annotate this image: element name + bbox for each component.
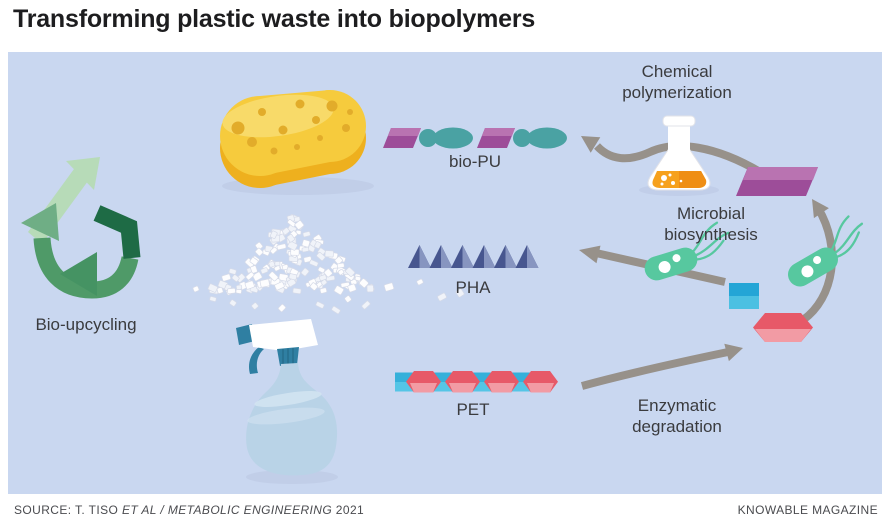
plastic-pellet [309,259,319,267]
plastic-pellet [301,239,311,248]
monomer-square [729,283,759,309]
recycling-arrows-icon [21,157,141,299]
plastic-pellet [336,262,345,269]
plastic-pellet [383,282,395,292]
sponge-icon [220,90,374,195]
plastic-pellet [416,278,424,286]
plastic-pellet [286,278,297,287]
polyurethane-block [736,167,818,196]
plastic-pellet [366,284,374,293]
plastic-pellet [309,282,319,291]
plastic-pellet [358,278,369,288]
source-credit: SOURCE: T. TISO ET AL / METABOLIC ENGINE… [14,503,365,517]
label-pet: PET [456,400,490,419]
plastic-pellet [252,271,263,282]
plastic-pellet [361,300,371,310]
plastic-pellet [231,274,240,282]
label-bio-pu: bio-PU [449,152,501,171]
plastic-pellet [227,287,236,294]
plastic-pellet [209,296,217,302]
plastic-pellet [340,281,350,288]
plastic-pellet [235,284,243,290]
plastic-pellet [455,288,465,298]
plastic-pellet [318,274,327,282]
plastic-pellet [345,266,356,277]
plastic-pellet [254,247,264,257]
plastic-pellet [347,283,357,293]
plastic-pellet [268,260,276,268]
plastic-pellet [207,283,218,293]
plastic-pellet [333,285,345,296]
erlenmeyer-flask-icon [639,115,719,196]
label-chemical-polymerization: Chemical polymerization [622,62,732,102]
plastic-pellets-icon [192,214,465,315]
plastic-pellet [317,266,326,274]
process-arrow-icon-cycle [800,199,836,324]
plastic-pellet [354,275,362,282]
plastic-pellet [302,231,311,238]
plastic-pellet [229,299,237,307]
magazine-credit: KNOWABLE MAGAZINE [737,503,878,517]
plastic-pellet [331,305,341,315]
plastic-pellet [244,280,255,290]
plastic-pellet [437,292,447,302]
plastic-pellet [269,230,278,239]
plastic-pellet [316,251,326,261]
plastic-pellet [259,278,270,288]
label-microbial-biosynthesis: Microbial biosynthesis [664,204,758,244]
plastic-pellet [314,241,322,249]
plastic-pellet [260,267,269,275]
plastic-pellet [274,261,281,267]
pet-chain [395,371,558,393]
plastic-pellet [287,240,298,251]
plastic-pellet [221,273,232,282]
sponge-holes [231,99,353,155]
plastic-pellet [294,220,305,230]
plastic-pellet [250,265,258,274]
plastic-pellet [281,227,290,235]
label-enzymatic-degradation: Enzymatic degradation [632,396,722,436]
plastic-pellet [216,286,224,294]
plastic-pellet [337,269,345,276]
plastic-pellet [300,267,310,277]
plastic-pellet [245,271,255,281]
plastic-pellet [303,256,312,263]
plastic-pellet [286,233,295,243]
plastic-pellet [228,268,237,275]
plastic-pellet [274,281,285,291]
plastic-pellet [334,256,343,265]
plastic-pellet [251,302,259,310]
plastic-pellet [281,264,289,271]
plastic-pellet [315,301,325,309]
plastic-pellet [276,243,287,251]
plastic-pellet [192,285,200,293]
diagram-panel [8,52,882,494]
bio-pu-chain [383,127,567,149]
plastic-pellet [288,273,298,281]
plastic-pellet [249,257,259,266]
monomer-hexagon [753,313,813,342]
plastic-pellet [319,287,328,294]
pha-chain [408,245,539,268]
spray-bottle-icon [236,319,338,484]
plastic-pellet [273,265,281,272]
plastic-pellet [270,246,278,255]
process-arrow-icon-enzymatic [580,343,743,390]
plastic-pellet [324,250,334,258]
plastic-pellet [268,271,279,282]
process-arrow-icon-chemical [581,136,763,176]
plastic-pellet [277,303,287,313]
plastic-pellet [301,246,310,253]
page-title: Transforming plastic waste into biopolym… [13,5,536,33]
plastic-pellet [344,295,352,303]
label-pha: PHA [455,278,491,297]
plastic-pellet [292,287,302,295]
plastic-pellet [255,241,264,251]
label-bio-upcycling: Bio-upcycling [35,315,137,334]
